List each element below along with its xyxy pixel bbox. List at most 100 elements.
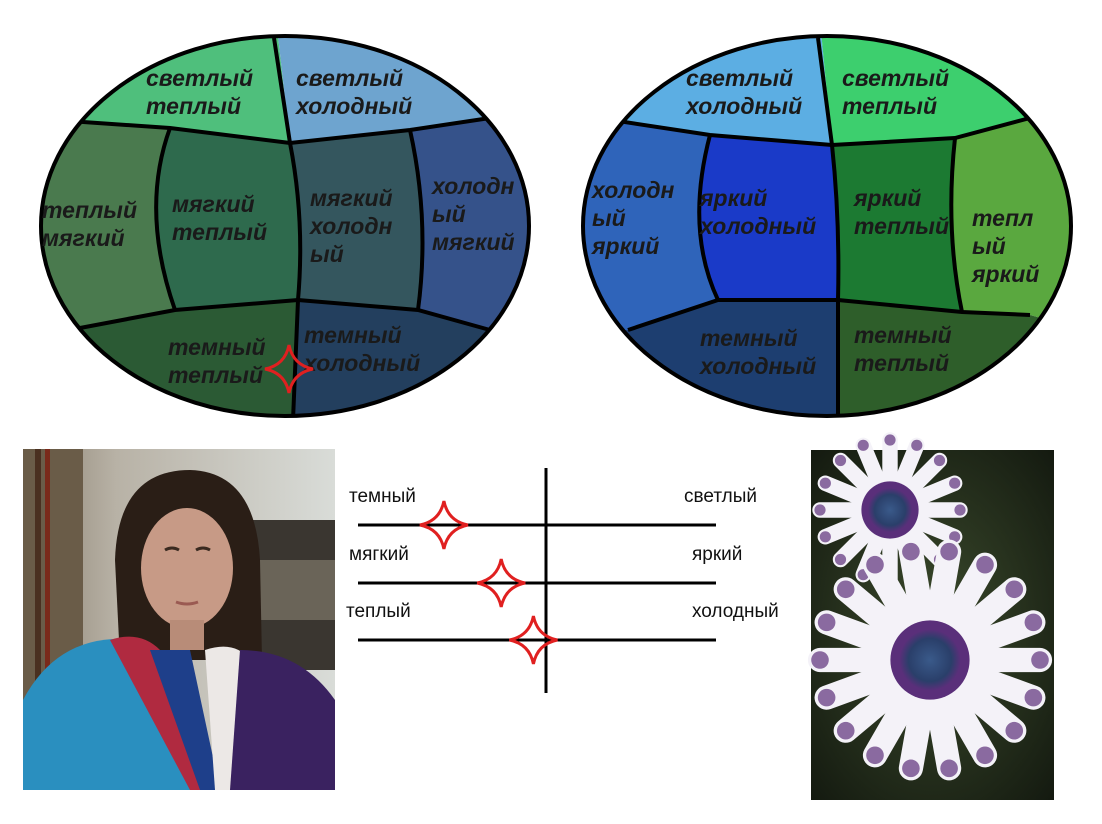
label-line: яркий — [852, 185, 921, 211]
petal-tip — [902, 542, 920, 561]
petal-tip — [819, 531, 831, 543]
petal-tip — [1005, 721, 1024, 740]
label-line: теплый — [42, 197, 137, 223]
label-line: теплый — [842, 93, 937, 119]
label-line: светлый — [842, 65, 949, 91]
label-line: теплый — [854, 350, 949, 376]
label-line: яркий — [590, 233, 659, 259]
segment-right-warm-bright — [951, 118, 1071, 340]
label-line: ый — [310, 241, 344, 267]
petal-tip — [940, 759, 958, 778]
petal-tip — [949, 477, 961, 489]
label-line: холодн — [308, 213, 393, 239]
petal-tip — [976, 746, 994, 765]
flower-center — [899, 629, 961, 691]
label-line: холодный — [302, 350, 420, 376]
petal — [817, 512, 874, 545]
label-line: темный — [304, 322, 402, 348]
flower-photo — [807, 432, 1054, 800]
label-line: темный — [168, 334, 266, 360]
petal — [951, 660, 1046, 710]
label-line: ый — [592, 205, 626, 231]
petal — [924, 539, 962, 637]
petal-tip — [911, 439, 923, 451]
petal — [814, 660, 909, 710]
petal — [814, 610, 909, 660]
petal-tip — [866, 746, 884, 765]
petal — [900, 452, 948, 500]
petal-tip — [866, 555, 884, 574]
scale-marker-star-icon — [476, 558, 526, 608]
scale-marker-star-icon — [509, 615, 558, 665]
label-line: мягкий — [172, 191, 255, 217]
petal-tip — [1024, 688, 1043, 707]
scale-marker-star-icon — [419, 500, 469, 550]
label-line: яркий — [698, 185, 767, 211]
scale-left-label: мягкий — [349, 544, 409, 565]
flower-center — [867, 487, 913, 533]
petal-tip — [949, 531, 961, 543]
petal-tip — [933, 454, 946, 467]
label-line: теплый — [854, 213, 949, 239]
petal-tip — [817, 613, 836, 632]
label-line: мягкий — [310, 185, 393, 211]
petal-tip — [857, 439, 869, 451]
petal — [898, 683, 936, 781]
label-line: светлый — [146, 65, 253, 91]
petal — [855, 437, 888, 494]
label-line: холодный — [294, 93, 412, 119]
petal-tip — [834, 454, 847, 467]
petal — [900, 520, 948, 568]
petal — [892, 437, 925, 494]
petal-tip — [819, 477, 831, 489]
petal-tip — [1031, 651, 1049, 669]
label-line: ый — [432, 201, 466, 227]
petal — [924, 683, 962, 781]
label-line: холодный — [698, 213, 816, 239]
label-line: тепл — [972, 205, 1033, 231]
petal-tip — [836, 721, 855, 740]
petal — [862, 552, 925, 641]
petal — [898, 539, 936, 637]
petal — [935, 679, 998, 768]
label-line: яркий — [970, 261, 1039, 287]
petal-tip — [817, 688, 836, 707]
petal — [906, 475, 963, 508]
label-line: теплый — [146, 93, 241, 119]
petal — [935, 552, 998, 641]
petal — [906, 512, 963, 545]
segment-left-cool-soft — [410, 118, 529, 340]
petal — [862, 679, 925, 768]
segment-right-bright-warm — [832, 138, 962, 312]
petal-tip — [940, 542, 958, 561]
petal — [832, 452, 880, 500]
petal — [817, 475, 874, 508]
petal-tip — [814, 504, 826, 516]
petal-tip — [834, 553, 847, 566]
petal-tip — [884, 434, 896, 446]
scale-right-label: светлый — [684, 486, 757, 507]
scale-left-label: темный — [349, 486, 416, 507]
label-line: теплый — [172, 219, 267, 245]
petal — [945, 577, 1027, 649]
petal — [833, 577, 915, 649]
petal — [833, 671, 915, 743]
marker-star-icon — [264, 344, 314, 394]
segment-left-warm-soft — [41, 118, 175, 330]
scale-left-label: теплый — [346, 601, 411, 622]
petal-tip — [1005, 580, 1024, 599]
